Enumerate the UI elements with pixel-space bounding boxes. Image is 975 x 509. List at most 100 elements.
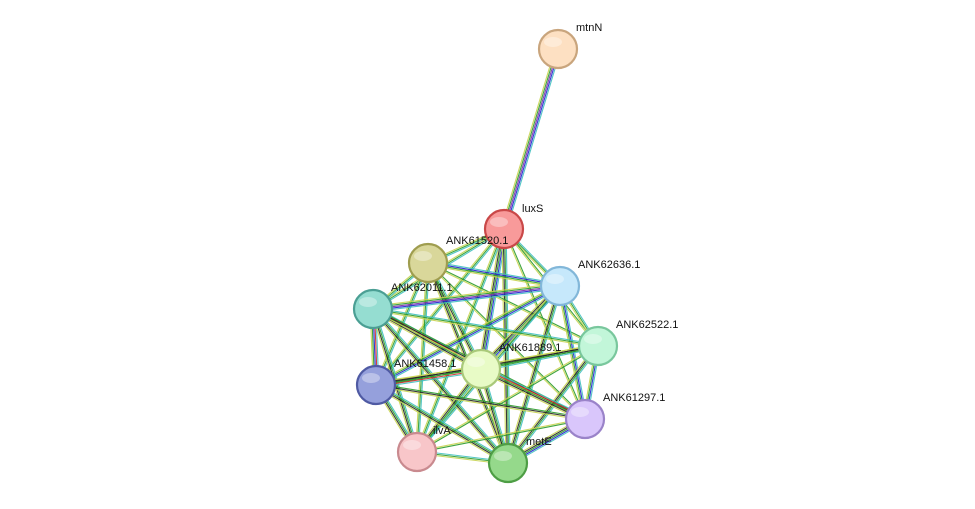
edge-evidence-line <box>427 263 560 288</box>
node-ANK62636.1[interactable]: ANK62636.1 <box>539 259 640 307</box>
edge-ANK61297.1-ilvA <box>416 417 586 454</box>
node-highlight <box>490 217 508 227</box>
edge-layer <box>369 48 601 466</box>
edge-evidence-line <box>374 386 508 466</box>
node-ANK62011.1[interactable]: ANK62011.1 <box>352 282 453 330</box>
edge-evidence-line <box>504 228 587 419</box>
edge-evidence-line <box>506 49 562 230</box>
node-highlight <box>546 274 564 284</box>
edge-evidence-line <box>374 227 504 385</box>
edge-ANK62636.1-ANK62011.1 <box>372 282 561 313</box>
node-circle[interactable] <box>577 325 619 367</box>
edge-evidence-line <box>480 228 505 370</box>
node-ANK61520.1[interactable]: ANK61520.1 <box>407 235 508 284</box>
edge-evidence-line <box>417 263 430 453</box>
node-highlight <box>571 407 589 417</box>
edge-evidence-line <box>500 48 556 229</box>
edge-evidence-line <box>371 310 507 465</box>
edge-evidence-line <box>373 307 599 346</box>
edge-evidence-line <box>428 260 561 285</box>
edge-evidence-line <box>375 228 505 386</box>
node-circle[interactable] <box>407 242 449 284</box>
edge-evidence-line <box>428 261 561 286</box>
edge-evidence-line <box>372 285 561 310</box>
node-ANK61458.1[interactable]: ANK61458.1 <box>355 358 456 406</box>
node-circle[interactable] <box>355 364 397 406</box>
node-label: ANK61520.1 <box>446 235 508 247</box>
node-circle[interactable] <box>483 208 525 250</box>
edge-ANK61458.1-ANK61297.1 <box>375 383 586 421</box>
edge-evidence-line <box>376 383 509 463</box>
edge-evidence-line <box>502 229 585 420</box>
node-metE[interactable]: metE <box>487 436 552 484</box>
edge-evidence-line <box>372 282 560 307</box>
node-label: ANK61458.1 <box>394 358 456 370</box>
node-label: ANK62636.1 <box>578 259 640 271</box>
edge-evidence-line <box>417 346 599 454</box>
node-label: mtnN <box>576 22 602 34</box>
node-highlight <box>544 37 562 47</box>
node-highlight <box>403 440 421 450</box>
edge-evidence-line <box>415 262 428 452</box>
edge-evidence-line <box>376 382 510 462</box>
node-label: luxS <box>522 203 543 215</box>
node-ANK61889.1[interactable]: ANK61889.1 <box>460 342 561 390</box>
edge-evidence-line <box>371 310 480 372</box>
node-highlight <box>359 297 377 307</box>
edge-ANK62636.1-ANK61458.1 <box>374 283 562 388</box>
node-circle[interactable] <box>564 398 606 440</box>
edge-evidence-line <box>374 283 560 384</box>
node-layer: mtnN luxS ANK61520.1ANK62636.1ANK62011.1AN… <box>352 22 678 484</box>
node-circle[interactable] <box>537 28 579 70</box>
edge-evidence-line <box>416 417 585 452</box>
node-label: ANK61889.1 <box>499 342 561 354</box>
node-ANK61297.1[interactable]: ANK61297.1 <box>564 392 665 440</box>
edge-evidence-line <box>481 229 506 370</box>
node-ANK62522.1[interactable]: ANK62522.1 <box>577 319 678 367</box>
node-circle[interactable] <box>352 288 394 330</box>
edge-evidence-line <box>558 286 585 420</box>
edge-evidence-line <box>375 284 560 385</box>
edge-luxS-ANK61458.1 <box>374 227 506 387</box>
node-highlight <box>494 451 512 461</box>
edge-evidence-line <box>374 307 510 462</box>
node-circle[interactable] <box>487 442 529 484</box>
edge-evidence-line <box>417 419 586 454</box>
edge-evidence-line <box>372 309 481 371</box>
edge-evidence-line <box>507 345 598 463</box>
edge-mtnN-luxS <box>500 48 562 230</box>
edge-luxS-ANK61297.1 <box>502 228 587 420</box>
edge-evidence-line <box>376 229 506 387</box>
node-circle[interactable] <box>396 431 438 473</box>
edge-ANK61458.1-metE <box>374 382 510 466</box>
edge-evidence-line <box>501 229 507 464</box>
node-circle[interactable] <box>539 265 581 307</box>
edge-evidence-line <box>561 285 588 419</box>
edge-evidence-line <box>504 49 560 230</box>
node-label: ANK61297.1 <box>603 392 665 404</box>
edge-evidence-line <box>479 228 504 369</box>
edge-evidence-line <box>557 286 584 420</box>
node-mtnN[interactable]: mtnN <box>537 22 602 70</box>
edge-evidence-line <box>375 385 585 421</box>
node-label: metE <box>526 436 552 448</box>
node-highlight <box>362 373 380 383</box>
edge-evidence-line <box>372 308 599 347</box>
edge-ANK61520.1-ANK62636.1 <box>427 260 561 289</box>
node-ilvA[interactable]: ilvA <box>396 425 451 473</box>
edge-evidence-line <box>375 385 508 465</box>
edge-evidence-line <box>376 287 562 388</box>
node-luxS[interactable]: luxS <box>483 203 543 250</box>
edge-evidence-line <box>508 286 562 464</box>
edge-evidence-line <box>372 284 560 309</box>
edge-evidence-line <box>427 264 560 289</box>
edge-evidence-line <box>505 285 559 463</box>
edge-evidence-line <box>428 261 599 346</box>
edge-evidence-line <box>560 285 587 419</box>
edge-evidence-line <box>502 48 558 229</box>
edge-evidence-line <box>376 383 586 419</box>
node-circle[interactable] <box>460 348 502 390</box>
edge-evidence-line <box>477 228 502 369</box>
edge-evidence-line <box>375 384 586 420</box>
